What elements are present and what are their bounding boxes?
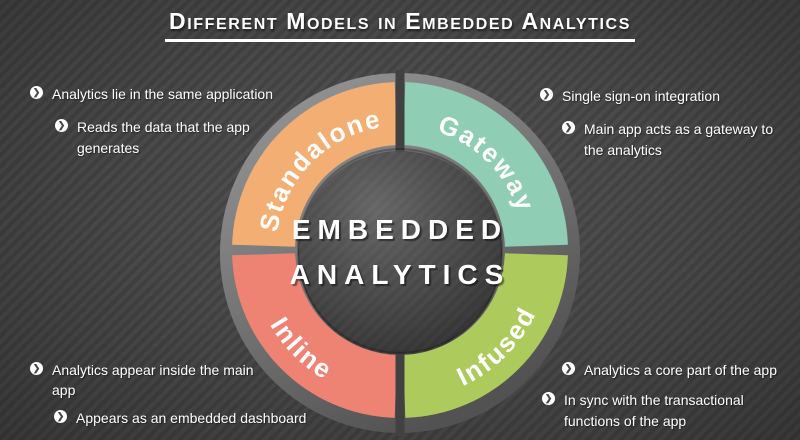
gap-slit-bottom [395, 350, 405, 436]
gap-slit-top [395, 70, 405, 152]
list-item: ❯ Analytics a core part of the app [562, 360, 777, 380]
arrow-bullet-icon: ❯ [30, 86, 43, 99]
arrow-bullet-icon: ❯ [55, 119, 68, 133]
note-text: Analytics appear inside the main app [52, 362, 254, 399]
arrow-bullet-icon: ❯ [30, 362, 43, 375]
note-text: Analytics lie in the same application [52, 86, 274, 102]
title-bar: Different Models in Embedded Analytics [0, 8, 800, 42]
segment-inline [232, 253, 397, 418]
center-title: EMBEDDED ANALYTICS [290, 207, 511, 297]
note-text: In sync with the transactional functions… [564, 392, 744, 429]
list-item: ❯ Analytics appear inside the main app [30, 360, 306, 401]
list-item: ❯ Main app acts as a gateway to the anal… [562, 119, 773, 160]
page-title: Different Models in Embedded Analytics [165, 8, 635, 42]
note-text: Analytics a core part of the app [584, 362, 777, 378]
center-title-line2: ANALYTICS [289, 259, 511, 290]
notes-inline: ❯ Analytics appear inside the main app ❯… [30, 360, 306, 428]
center-hub [297, 148, 503, 354]
list-item: ❯ In sync with the transactional functio… [542, 390, 777, 431]
segment-gateway [403, 82, 568, 247]
list-item: ❯ Appears as an embedded dashboard [54, 408, 306, 428]
arrow-bullet-icon: ❯ [562, 121, 575, 135]
note-text: Reads the data that the app generates [77, 119, 250, 156]
arrow-bullet-icon: ❯ [562, 362, 575, 375]
list-item: ❯ Reads the data that the app generates [55, 117, 273, 158]
list-item: ❯ Analytics lie in the same application [30, 84, 273, 104]
notes-gateway: ❯ Single sign-on integration ❯ Main app … [540, 86, 773, 160]
arrow-bullet-icon: ❯ [542, 392, 555, 406]
note-text: Single sign-on integration [562, 88, 720, 104]
arrow-bullet-icon: ❯ [540, 88, 553, 101]
list-item: ❯ Single sign-on integration [540, 86, 773, 106]
note-text: Appears as an embedded dashboard [76, 409, 307, 426]
arrow-bullet-icon: ❯ [54, 409, 67, 423]
center-title-line1: EMBEDDED [291, 214, 509, 245]
segment-infused [403, 253, 568, 418]
note-text: Main app acts as a gateway to the analyt… [584, 121, 774, 158]
segment-standalone [232, 82, 397, 247]
notes-infused: ❯ Analytics a core part of the app ❯ In … [542, 360, 777, 431]
notes-standalone: ❯ Analytics lie in the same application … [30, 84, 273, 158]
